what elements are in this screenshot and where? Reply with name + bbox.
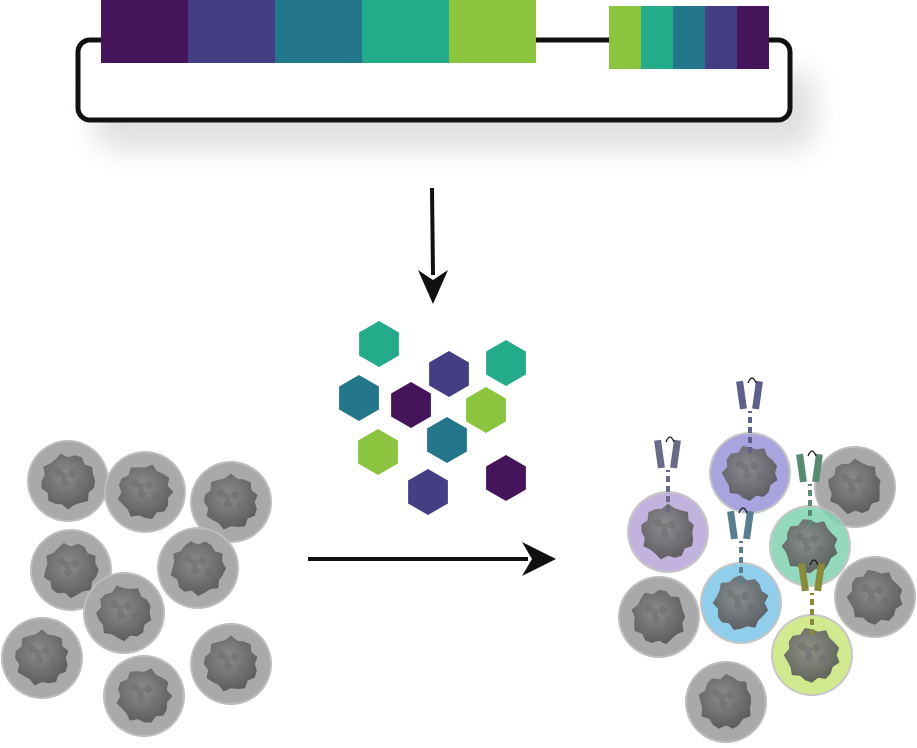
antibody-hinge — [747, 377, 757, 384]
antibody-arm — [814, 562, 825, 592]
gene-segment — [609, 6, 641, 69]
labeled-cell — [771, 559, 853, 696]
peptide-hexagon — [429, 351, 469, 397]
unlabeled-cell-population — [1, 440, 272, 737]
unlabeled-cell — [190, 461, 272, 543]
peptide-hexagon — [408, 469, 448, 515]
gene-segment — [362, 0, 449, 63]
gene-segment — [641, 6, 673, 69]
antibody-arm — [798, 562, 809, 592]
down-arrowhead-icon — [418, 270, 448, 304]
unlabeled-cell — [104, 451, 186, 533]
antibody-hinge — [665, 436, 675, 443]
peptide-hexagon — [359, 321, 399, 367]
antibody-arm — [727, 510, 738, 540]
gene-segment — [275, 0, 362, 63]
labeled-cell — [769, 450, 851, 587]
peptide-hexagon — [339, 375, 379, 421]
antibody-arm — [654, 439, 665, 469]
labeled-cell-population — [618, 377, 916, 743]
expression-arrow — [418, 187, 448, 304]
antibody-hinge — [807, 450, 817, 457]
cell-nucleus — [117, 464, 174, 519]
peptide-hexagon — [486, 340, 526, 386]
gene-segment — [101, 0, 188, 63]
right-arrowhead-icon — [522, 542, 556, 576]
labeled-cell — [700, 507, 782, 644]
gene-block-b — [609, 6, 769, 69]
labeled-cell — [709, 377, 791, 514]
antibody-arm — [796, 453, 807, 483]
antibody-hinge — [738, 507, 748, 514]
gene-block-a — [101, 0, 536, 63]
gene-segment — [705, 6, 737, 69]
labeling-arrow — [308, 542, 556, 576]
unlabeled-cell — [814, 446, 896, 528]
gene-segment — [737, 6, 769, 69]
unlabeled-cell — [27, 440, 109, 522]
unlabeled-cell — [618, 576, 700, 658]
gene-segment — [188, 0, 275, 63]
peptide-hexagon — [466, 387, 506, 433]
antibody-arm — [752, 380, 763, 410]
unlabeled-cell — [685, 661, 767, 743]
peptide-library — [339, 321, 526, 515]
unlabeled-cell — [83, 572, 165, 654]
unlabeled-cell — [30, 529, 112, 611]
cell-nucleus — [116, 668, 173, 723]
peptide-hexagon — [486, 455, 526, 501]
unlabeled-cell — [190, 623, 272, 705]
antibody-hinge — [809, 559, 819, 566]
peptide-hexagon — [427, 417, 467, 463]
labeled-cell — [627, 436, 709, 573]
unlabeled-cell — [834, 556, 916, 638]
antibody-arm — [812, 453, 823, 483]
antibody-arm — [670, 439, 681, 469]
gene-segment — [673, 6, 705, 69]
unlabeled-cell — [157, 527, 239, 609]
peptide-hexagon — [391, 382, 431, 428]
antibody-arm — [743, 510, 754, 540]
antibody-arm — [736, 380, 747, 410]
gene-segment — [449, 0, 536, 63]
unlabeled-cell — [103, 655, 185, 737]
unlabeled-cell — [1, 617, 83, 699]
peptide-hexagon — [358, 429, 398, 475]
plasmid-construct — [75, 0, 815, 150]
